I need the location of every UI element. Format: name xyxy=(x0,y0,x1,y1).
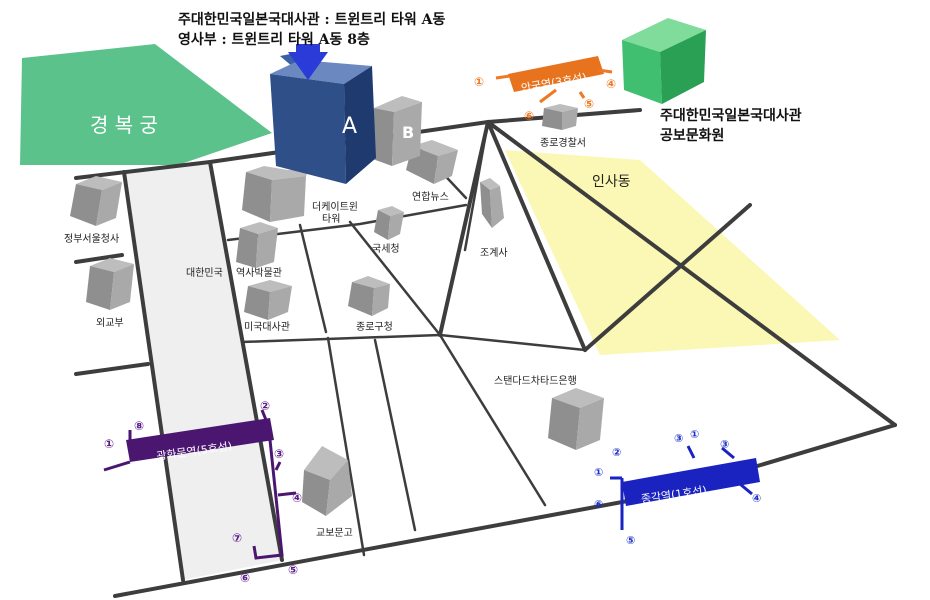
jonggak-exit-3a: ③ xyxy=(674,432,683,445)
insadong-label: 인사동 xyxy=(592,174,631,190)
pr-center-line2: 공보문화원 xyxy=(660,128,724,144)
jongno-office-label: 종로구청 xyxy=(356,321,393,333)
yonhap-label: 연합뉴스 xyxy=(412,191,449,203)
history-museum-label: 역사박물관 xyxy=(236,267,282,279)
jongno-office-building xyxy=(348,276,390,316)
government-complex-building xyxy=(70,176,122,226)
jonggak-exit-1b: ① xyxy=(690,428,699,441)
us-embassy-building xyxy=(244,280,292,320)
tower-a-label: A xyxy=(342,114,357,139)
k-twin-tower-building xyxy=(242,166,310,222)
k-twin-tower-label-line2: 타워 xyxy=(322,212,340,225)
jonggak-exit-2: ② xyxy=(612,446,621,459)
history-museum-building xyxy=(236,222,278,268)
tax-office-building xyxy=(374,206,404,240)
kyobo-label: 교보문고 xyxy=(316,527,353,539)
embassy-title-line2: 영사부 : 트윈트리 타워 A동 8층 xyxy=(178,31,370,48)
gwanghwamun-exit-3: ③ xyxy=(274,447,284,461)
tower-b-building xyxy=(370,96,422,166)
anguk-exit-1: ① xyxy=(474,75,484,89)
sejong-daero xyxy=(124,162,282,580)
foreign-ministry-label: 외교부 xyxy=(96,317,124,329)
tower-a-marker-arrow xyxy=(288,52,328,80)
jonggak-exit-5: ⑤ xyxy=(626,534,635,547)
standard-chartered-building xyxy=(548,388,604,450)
gyeongbokgung-area xyxy=(20,44,272,165)
gwanghwamun-exit-1: ① xyxy=(104,437,114,451)
daehanminguk-label: 대한민국 xyxy=(186,267,223,279)
jongno-police-label: 종로경찰서 xyxy=(540,136,586,149)
gwanghwamun-station xyxy=(103,409,297,560)
buildings xyxy=(70,96,604,516)
anguk-exit-6: ⑥ xyxy=(524,109,534,123)
jonggak-exit-3b: ③ xyxy=(720,438,729,451)
gyeongbokgung-label: 경 복 궁 xyxy=(90,113,158,137)
jonggak-exit-6: ⑥ xyxy=(594,498,603,511)
tax-office-label: 국세청 xyxy=(372,243,400,255)
pr-center-building xyxy=(622,18,706,104)
anguk-station xyxy=(495,56,613,104)
standard-chartered-label: 스탠다드차타드은행 xyxy=(494,375,577,387)
gwanghwamun-exit-7: ⑦ xyxy=(232,531,242,545)
us-embassy-label: 미국대사관 xyxy=(244,321,290,333)
embassy-title-line1: 주대한민국일본국대사관 : 트윈트리 타워 A동 xyxy=(178,11,445,28)
tower-b-label: B xyxy=(402,123,414,142)
gwanghwamun-exit-6: ⑥ xyxy=(240,571,250,585)
anguk-exit-4: ④ xyxy=(606,77,616,91)
jogyesa-building xyxy=(480,178,504,228)
k-twin-tower-label-line1: 더케이트윈 xyxy=(312,201,358,213)
pr-center-line1: 주대한민국일본국대사관 xyxy=(660,107,802,124)
tower-a-building xyxy=(270,44,376,184)
jogyesa-label: 조계사 xyxy=(480,247,508,259)
jonggak-exit-4: ④ xyxy=(752,492,761,505)
gwanghwamun-exit-8: ⑧ xyxy=(134,419,144,433)
foreign-ministry-building xyxy=(86,258,134,310)
gwanghwamun-exit-4: ④ xyxy=(292,491,302,505)
gwanghwamun-exit-5: ⑤ xyxy=(288,563,298,577)
government-complex-label: 정부서울청사 xyxy=(64,233,119,245)
insadong-area xyxy=(505,150,840,355)
jonggak-exit-1: ① xyxy=(594,466,603,479)
gwanghwamun-exit-2: ② xyxy=(260,399,270,413)
anguk-exit-5: ⑤ xyxy=(584,97,594,111)
jonggak-station xyxy=(610,445,760,530)
kyobo-building xyxy=(302,446,352,516)
jongno-police-building xyxy=(542,104,578,130)
